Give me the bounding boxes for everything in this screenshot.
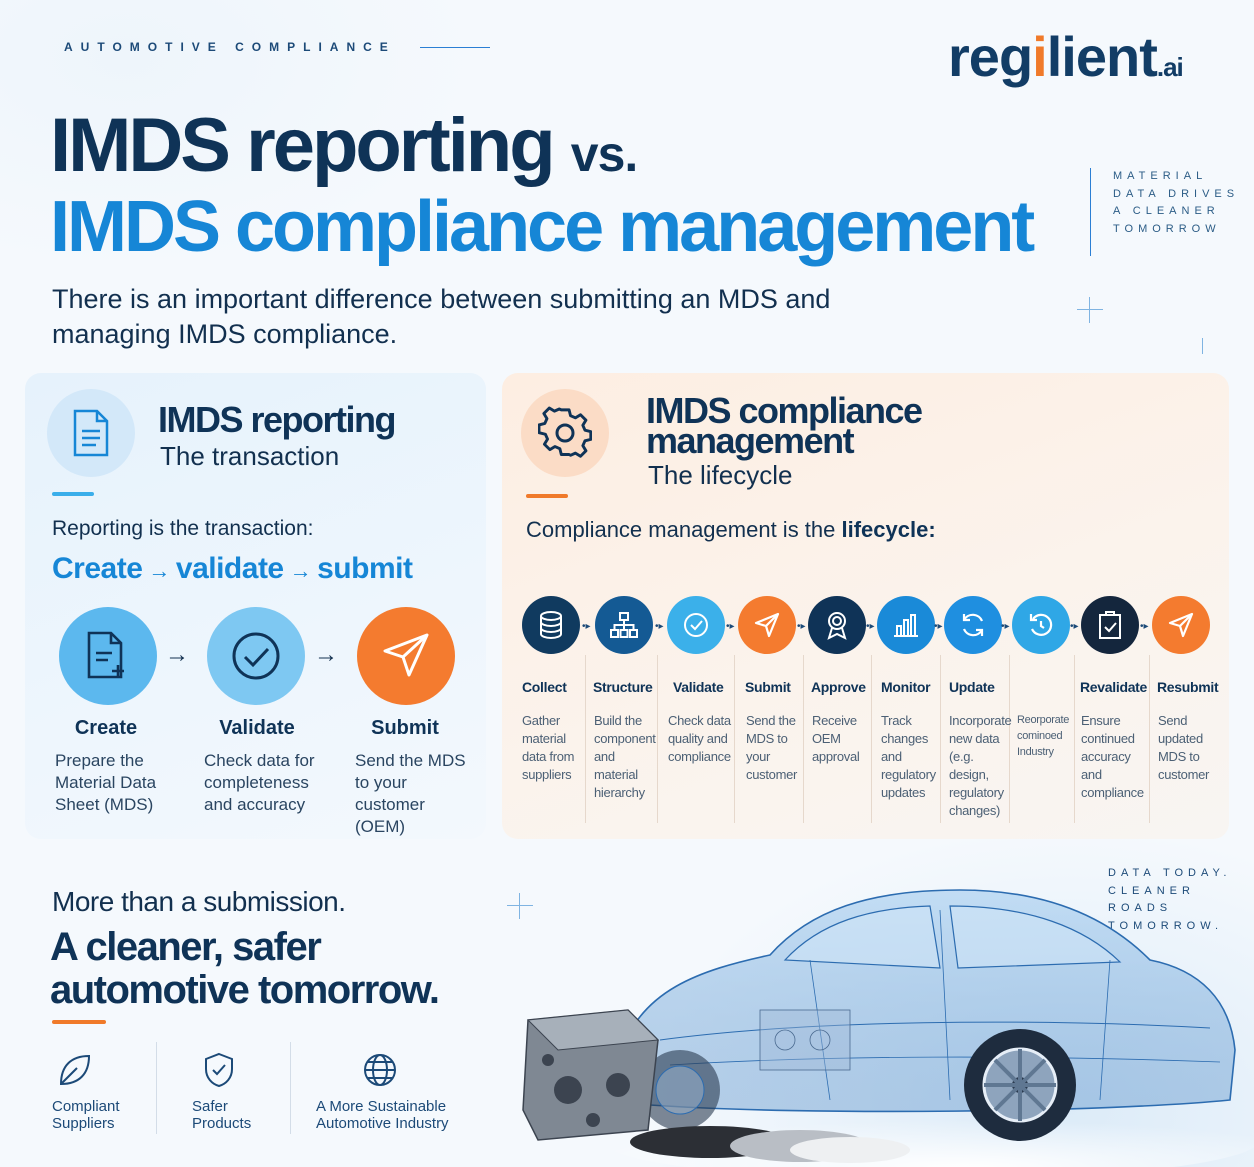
lifecycle-desc: Build the component and material hierarc…: [594, 713, 656, 800]
column-divider: [585, 655, 586, 823]
lifecycle-desc: Incorporate new data (e.g. design, regul…: [949, 713, 1012, 818]
award-icon: [808, 596, 866, 654]
lifecycle-label: Monitor: [881, 679, 931, 695]
column-divider: [1074, 655, 1075, 823]
send-icon: [738, 596, 796, 654]
feature-divider: [156, 1042, 157, 1134]
lifecycle-connector: •▸: [934, 621, 943, 632]
leaf-icon: [57, 1052, 93, 1093]
flow-arrow: →: [165, 641, 189, 668]
bottom-accent: [52, 1020, 106, 1024]
lifecycle-desc: Track changes and regulatory updates: [881, 713, 936, 800]
send-icon: [1152, 596, 1210, 654]
lifecycle-desc: Gather material data from suppliers: [522, 713, 575, 782]
lifecycle-desc: Send updated MDS to customer: [1158, 713, 1210, 782]
validate-icon: [207, 607, 305, 705]
step-desc-create: Prepare the Material Data Sheet (MDS): [55, 751, 157, 814]
lifecycle-label: Collect: [522, 679, 567, 695]
reporting-title: IMDS reporting: [158, 399, 397, 440]
column-divider: [1149, 655, 1150, 823]
check-circle-icon: [667, 596, 725, 654]
undo-cycle-icon: [1012, 596, 1070, 654]
reporting-lead: Reporting is the transaction:: [52, 517, 314, 540]
decorative-tick: [1202, 338, 1203, 354]
column-divider: [940, 655, 941, 823]
refresh-icon: [944, 596, 1002, 654]
step-desc-submit: Send the MDS to your customer (OEM): [355, 751, 466, 836]
brand-logo: regilient.ai: [948, 25, 1184, 88]
column-divider: [1009, 655, 1010, 823]
lifecycle-label: Approve: [811, 679, 866, 695]
reporting-accent: [52, 492, 94, 496]
lifecycle-label: Structure: [593, 679, 653, 695]
step-label-submit: Submit: [371, 717, 439, 739]
lifecycle-connector: •▸: [655, 621, 664, 632]
lifecycle-desc: Check data quality and compliance: [668, 713, 731, 764]
side-tagline: MATERIAL DATA DRIVES A CLEANER TOMORROW: [1090, 168, 1240, 256]
hierarchy-icon: [595, 596, 653, 654]
car-illustration: [510, 850, 1254, 1167]
compliance-title: IMDS compliance management: [646, 390, 923, 461]
lifecycle-connector: •▸: [582, 621, 591, 632]
lifecycle-connector: •▸: [1070, 621, 1079, 632]
decorative-cross: [507, 893, 533, 919]
lifecycle-label: Revalidate: [1080, 679, 1148, 695]
column-divider: [657, 655, 658, 823]
lifecycle-connector: •▸: [1001, 621, 1010, 632]
lifecycle-label: Resubmit: [1157, 679, 1219, 695]
column-divider: [734, 655, 735, 823]
page-subtitle: There is an important difference between…: [52, 284, 831, 349]
lifecycle-label: Validate: [673, 679, 724, 695]
compliance-accent: [526, 494, 568, 498]
bottom-tagline: DATA TODAY. CLEANER ROADS TOMORROW.: [1108, 867, 1232, 932]
reporting-flow: Create→validate→submit: [52, 552, 413, 585]
document-icon: [47, 389, 135, 477]
column-divider: [803, 655, 804, 823]
lifecycle-connector: •▸: [797, 621, 806, 632]
lifecycle-desc: Reorporate cominoed Industry: [1017, 714, 1070, 758]
lifecycle-desc: Ensure continued accuracy and compliance: [1081, 713, 1144, 800]
shield-check-icon: [202, 1052, 236, 1093]
flow-arrow: →: [314, 641, 338, 668]
lifecycle-desc: Send the MDS to your customer: [746, 713, 798, 782]
bottom-headline: A cleaner, safer automotive tomorrow.: [50, 925, 440, 1012]
decorative-cross: [1077, 297, 1103, 323]
feature-label: Safer Products: [192, 1098, 252, 1132]
page-title-line2: IMDS compliance management: [50, 187, 1035, 267]
kicker: AUTOMOTIVE COMPLIANCE: [64, 40, 396, 54]
create-icon: [59, 607, 157, 705]
globe-icon: [362, 1052, 398, 1093]
lifecycle-label: Submit: [745, 679, 791, 695]
lifecycle-label: Update: [949, 679, 995, 695]
kicker-line: [420, 47, 490, 48]
lifecycle-connector: •▸: [866, 621, 875, 632]
step-label-validate: Validate: [219, 717, 295, 739]
gear-icon: [521, 389, 609, 477]
clipboard-check-icon: [1081, 596, 1139, 654]
feature-divider: [290, 1042, 291, 1134]
column-divider: [871, 655, 872, 823]
reporting-subtitle: The transaction: [160, 441, 340, 471]
lifecycle-desc: Receive OEM approval: [812, 713, 860, 764]
lifecycle-connector: •▸: [1140, 621, 1149, 632]
feature-label: Compliant Suppliers: [52, 1098, 120, 1132]
step-desc-validate: Check data for completeness and accuracy: [204, 751, 315, 814]
compliance-lead: Compliance management is the lifecycle:: [526, 517, 936, 542]
step-label-create: Create: [74, 717, 138, 739]
lifecycle-connector: •▸: [726, 621, 735, 632]
page-title: IMDS reporting vs.: [50, 103, 638, 188]
database-icon: [522, 596, 580, 654]
bar-chart-icon: [877, 596, 935, 654]
bottom-lead: More than a submission.: [52, 886, 346, 917]
feature-label: A More Sustainable Automotive Industry: [316, 1098, 449, 1132]
send-icon: [357, 607, 455, 705]
compliance-subtitle: The lifecycle: [648, 460, 793, 490]
